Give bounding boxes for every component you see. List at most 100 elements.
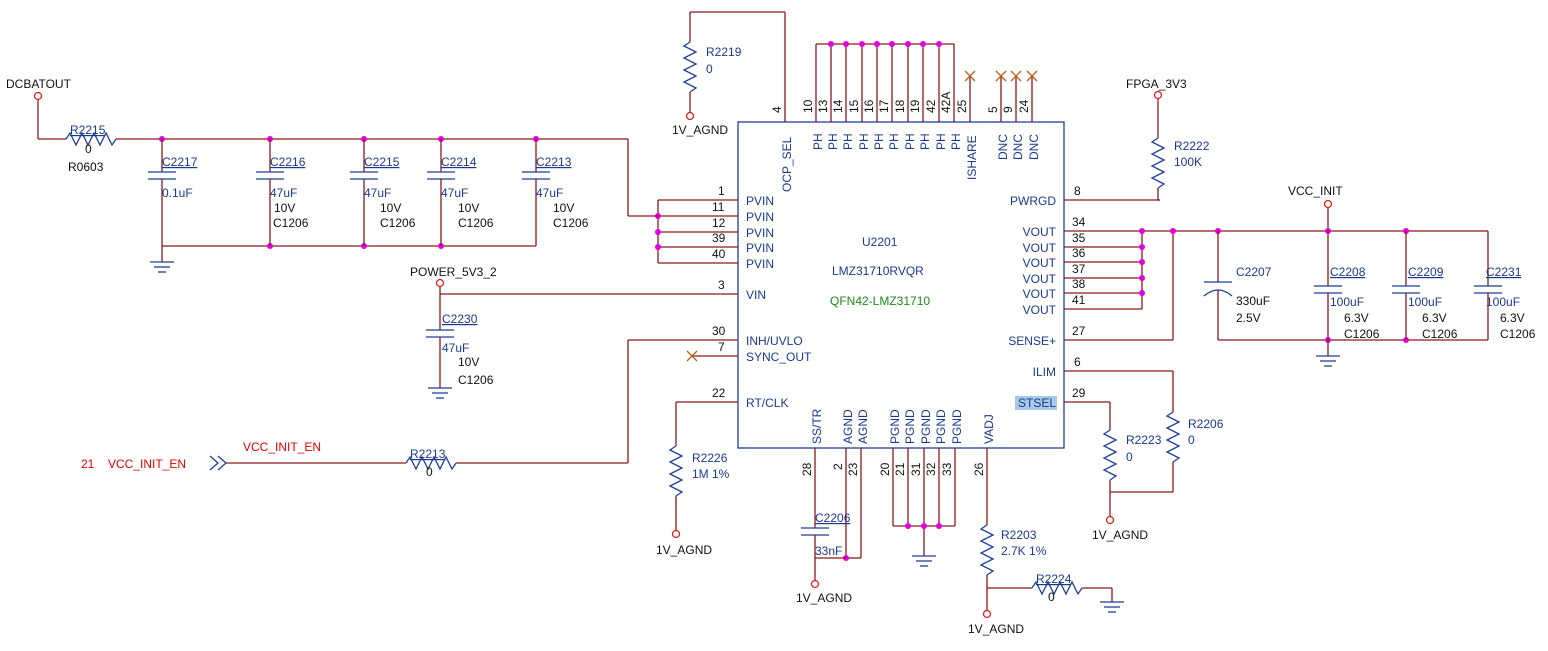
pin-label-vout-35: VOUT: [1023, 241, 1057, 255]
pin-num-24: 24: [1017, 99, 1031, 113]
vcc-init-port[interactable]: [1323, 199, 1333, 209]
r2203-ref: R2203: [1001, 528, 1037, 542]
pin-label-pvin-12: PVIN: [746, 226, 774, 240]
c2206-value: 33nF: [815, 544, 842, 558]
r2215-ref: R2215: [70, 123, 106, 137]
pin-num-4: 4: [770, 106, 784, 113]
ic-ref: U2201: [862, 235, 898, 249]
pin-label-ph-13: PH: [826, 133, 840, 150]
r2206-value: 0: [1188, 433, 1195, 447]
c2208-voltage: 6.3V: [1344, 311, 1369, 325]
c2215-pkg: C1206: [380, 216, 416, 230]
vcc-init-en-net-label: VCC_INIT_EN: [243, 440, 321, 454]
pin-label-dnc-5: DNC: [996, 134, 1010, 160]
c2216-voltage: 10V: [274, 201, 295, 215]
pin-num-42: 42: [924, 99, 938, 113]
pin-label-pvin-11: PVIN: [746, 210, 774, 224]
ilim-stsel-network: R2206 0 R2223 0 1V_AGND: [1092, 371, 1224, 542]
r2223-resistor[interactable]: [1102, 429, 1118, 481]
stsel-highlight: [1015, 396, 1057, 410]
r2222-resistor[interactable]: [1150, 137, 1166, 189]
c2216-pkg: C1206: [273, 216, 309, 230]
c2216-ref: C2216: [270, 155, 306, 169]
power-5v3-label: POWER_5V3_2: [410, 265, 497, 279]
ic-footprint: QFN42-LMZ31710: [830, 294, 930, 308]
top-pins: 4 10 13 14 15 16 17 18 19 42 42A 25 5 9 …: [690, 11, 1041, 192]
agnd-label-ss: 1V_AGND: [796, 591, 852, 605]
enable-network: 21 VCC_INIT_EN VCC_INIT_EN R2213 0: [81, 340, 629, 479]
r2224-ref: R2224: [1036, 572, 1072, 586]
pin-num-22: 22: [712, 386, 726, 400]
pin-label-vout-38: VOUT: [1023, 287, 1057, 301]
pin-num-15: 15: [847, 99, 861, 113]
r2226-resistor[interactable]: [668, 445, 684, 497]
pin-num-13: 13: [816, 99, 830, 113]
c2214-ref: C2214: [441, 155, 477, 169]
pin-num-18: 18: [893, 99, 907, 113]
vin-filter: POWER_5V3_2 C2230 47uF 10V C1206: [410, 265, 497, 399]
pin-num-32: 32: [924, 462, 938, 476]
pin-label-pvin-39: PVIN: [746, 241, 774, 255]
pin-num-35: 35: [1072, 231, 1086, 245]
agnd-port-ocp[interactable]: [685, 111, 695, 121]
input-filter: DCBATOUT R2215 0 R0603 C2217 0.1uF: [6, 77, 658, 273]
dcbatout-port[interactable]: [33, 91, 43, 101]
agnd-port-vadj[interactable]: [982, 609, 992, 619]
rt-clk-network: R2226 1M 1% 1V_AGND: [656, 402, 730, 557]
pin-label-sync-out: SYNC_OUT: [746, 350, 812, 364]
pin-label-ph-19: PH: [918, 133, 932, 150]
c2231-ref: C2231: [1486, 265, 1522, 279]
pin-label-vout-41: VOUT: [1023, 303, 1057, 317]
r2206-ref: R2206: [1188, 417, 1224, 431]
pin-num-6: 6: [1074, 355, 1081, 369]
agnd-port-rt[interactable]: [671, 529, 681, 539]
no-connect-ishare: [964, 70, 976, 82]
pin-num-10: 10: [801, 99, 815, 113]
agnd-label-ocp: 1V_AGND: [672, 123, 728, 137]
r2224-value: 0: [1048, 590, 1055, 604]
r2226-ref: R2226: [692, 451, 728, 465]
r2203-resistor[interactable]: [979, 524, 995, 576]
pin-label-ph-42: PH: [934, 133, 948, 150]
port-number: 21: [81, 457, 95, 471]
c2230-value: 47uF: [442, 341, 469, 355]
fpga-3v3-port[interactable]: [1153, 90, 1163, 100]
pin-label-sense: SENSE+: [1008, 334, 1056, 348]
offpage-port-icon[interactable]: [209, 455, 227, 471]
r2219-resistor[interactable]: [682, 41, 698, 93]
dcbatout-label: DCBATOUT: [6, 77, 72, 91]
c2209-value: 100uF: [1408, 295, 1442, 309]
pin-num-26: 26: [972, 462, 986, 476]
c2213-voltage: 10V: [553, 201, 574, 215]
pin-num-8: 8: [1074, 184, 1081, 198]
pin-label-vin: VIN: [746, 288, 766, 302]
r2206-resistor[interactable]: [1165, 411, 1181, 463]
vcc-init-label: VCC_INIT: [1288, 184, 1343, 198]
r2222-ref: R2222: [1174, 139, 1210, 153]
pin-label-agnd-23: AGND: [856, 409, 870, 444]
ic-body[interactable]: [737, 121, 1065, 449]
r2215-resistor[interactable]: [65, 131, 117, 147]
pin-label-dnc-9: DNC: [1011, 134, 1025, 160]
pin-label-ph-14: PH: [841, 133, 855, 150]
c2213-pkg: C1206: [553, 216, 589, 230]
pin-num-31: 31: [909, 462, 923, 476]
pin-num-36: 36: [1072, 246, 1086, 260]
pin-num-19: 19: [908, 99, 922, 113]
r2213-resistor[interactable]: [405, 455, 457, 471]
pin-label-pvin-40: PVIN: [746, 257, 774, 271]
pin-num-11: 11: [712, 200, 725, 214]
pin-label-rt-clk: RT/CLK: [746, 396, 788, 410]
pin-label-ilim: ILIM: [1033, 365, 1056, 379]
r2213-ref: R2213: [410, 447, 446, 461]
pin-label-pwrgd: PWRGD: [1010, 194, 1056, 208]
c2207-voltage: 2.5V: [1236, 311, 1261, 325]
pin-label-ph-10: PH: [811, 133, 825, 150]
power-5v3-port[interactable]: [435, 278, 445, 288]
r2224-resistor[interactable]: [1031, 580, 1083, 596]
agnd-port-stsel[interactable]: [1105, 515, 1115, 525]
pin-label-vout-36: VOUT: [1023, 256, 1057, 270]
c2207-value: 330uF: [1236, 294, 1270, 308]
agnd-port-ss[interactable]: [810, 579, 820, 589]
c2208-ref: C2208: [1330, 265, 1366, 279]
